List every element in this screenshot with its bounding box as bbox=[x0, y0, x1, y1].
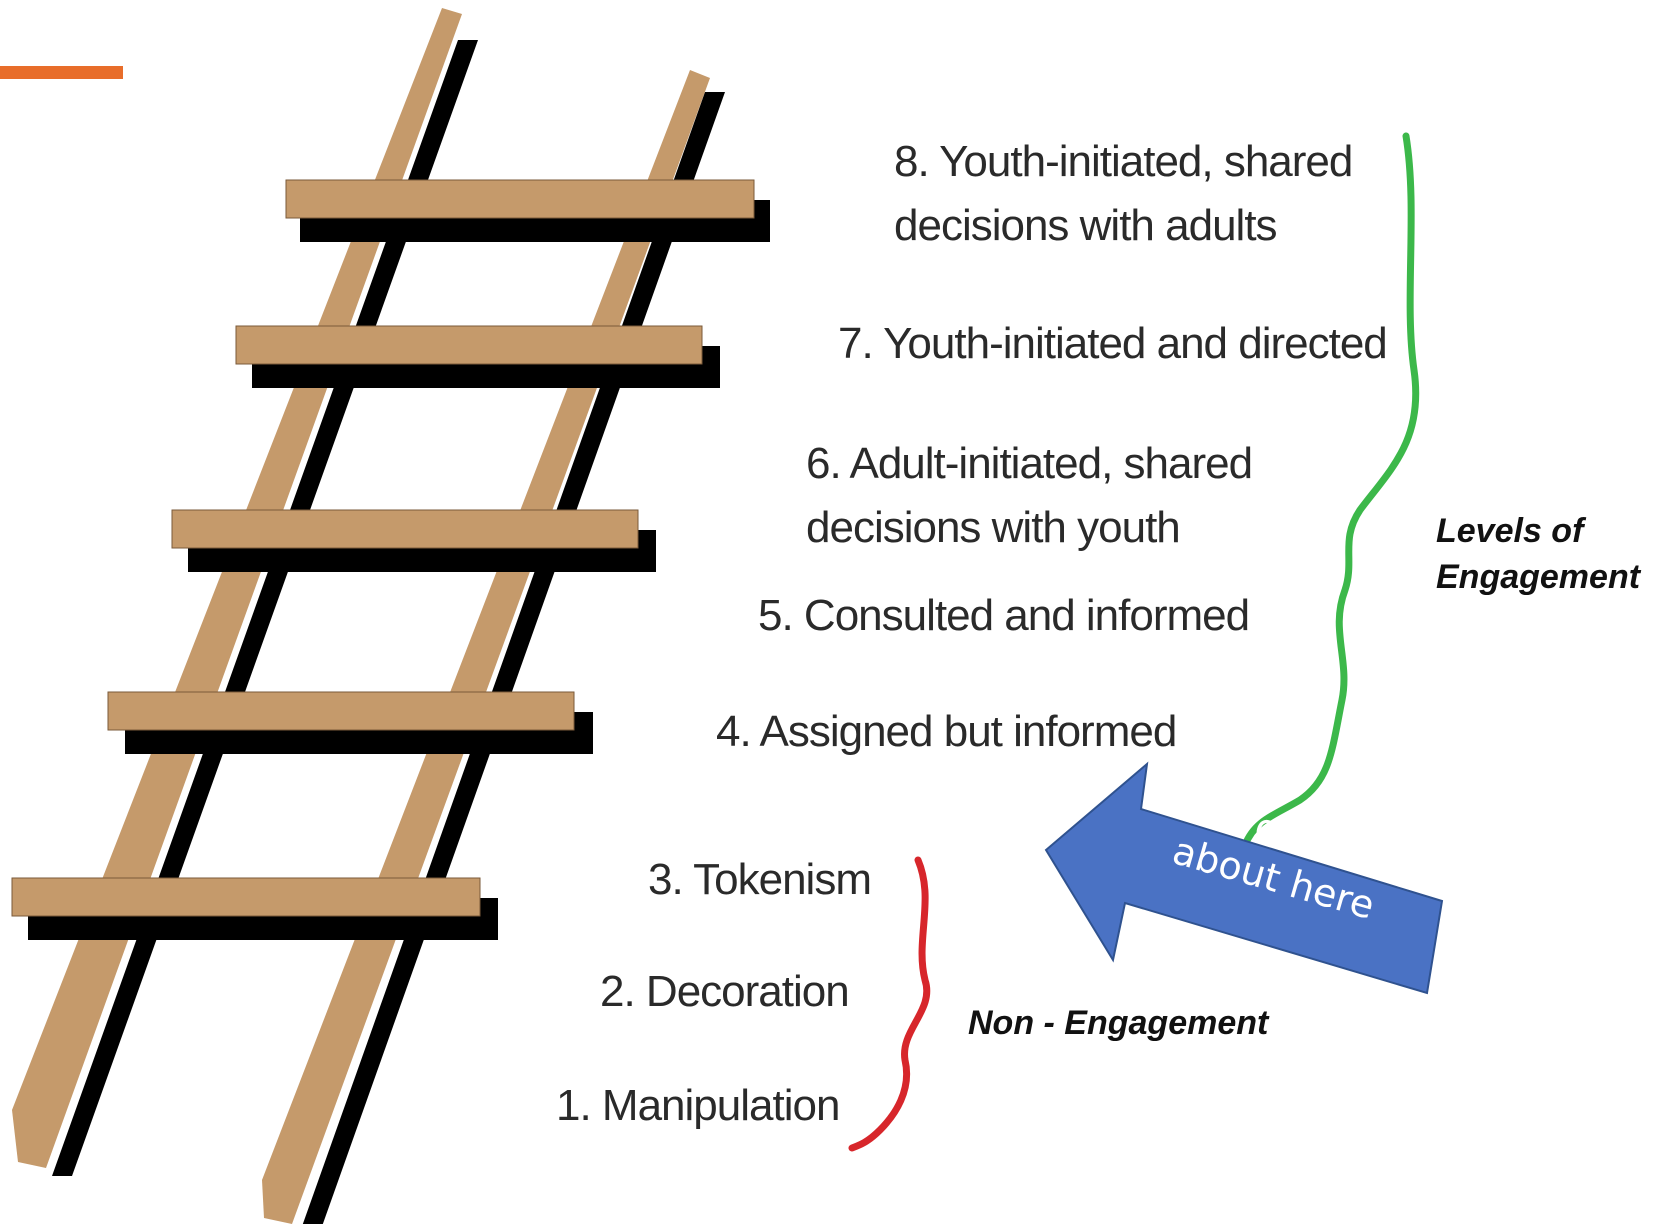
rung-1 bbox=[285, 179, 755, 219]
callout-arrow bbox=[1044, 761, 1444, 995]
rung-label-4-line-1: 4. Assigned but informed bbox=[716, 707, 1177, 756]
rung-label-7: 7. Youth-initiated and directed bbox=[838, 312, 1388, 376]
engagement-label: Levels of Engagement bbox=[1436, 508, 1640, 600]
rung-4 bbox=[107, 691, 575, 731]
non-engagement-bracket bbox=[848, 856, 931, 1152]
non-engagement-label: Non - Engagement bbox=[968, 1000, 1268, 1046]
rung-label-3-line-1: 3. Tokenism bbox=[648, 855, 872, 904]
rung-label-8-line-2: decisions with adults bbox=[894, 201, 1278, 250]
rung-label-8: 8. Youth-initiated, shared decisions wit… bbox=[894, 130, 1353, 258]
rung-label-2: 2. Decoration bbox=[600, 960, 850, 1024]
rung-label-7-line-1: 7. Youth-initiated and directed bbox=[838, 319, 1388, 368]
rung-3 bbox=[171, 509, 639, 549]
engagement-label-line-1: Levels of bbox=[1436, 512, 1584, 550]
rung-label-6-line-1: 6. Adult-initiated, shared bbox=[806, 439, 1253, 488]
rung-label-4: 4. Assigned but informed bbox=[716, 700, 1177, 764]
engagement-bracket bbox=[1241, 132, 1420, 849]
non-engagement-label-text: Non - Engagement bbox=[968, 1004, 1269, 1042]
accent-bar bbox=[0, 66, 123, 79]
rung-label-5-line-1: 5. Consulted and informed bbox=[758, 591, 1250, 640]
rung-label-6-line-2: decisions with youth bbox=[806, 503, 1181, 552]
rung-label-2-line-1: 2. Decoration bbox=[600, 967, 850, 1016]
right-rail bbox=[262, 70, 710, 1224]
rung-label-1: 1. Manipulation bbox=[556, 1074, 840, 1138]
engagement-label-line-2: Engagement bbox=[1436, 558, 1641, 596]
rung-label-8-line-1: 8. Youth-initiated, shared bbox=[894, 137, 1353, 186]
rung-label-1-line-1: 1. Manipulation bbox=[556, 1081, 840, 1130]
ladder bbox=[11, 8, 770, 1224]
rung-5 bbox=[11, 877, 481, 917]
rung-label-6: 6. Adult-initiated, shared decisions wit… bbox=[806, 432, 1253, 560]
rung-label-3: 3. Tokenism bbox=[648, 848, 872, 912]
rung-label-5: 5. Consulted and informed bbox=[758, 584, 1250, 648]
rung-2 bbox=[235, 325, 703, 365]
